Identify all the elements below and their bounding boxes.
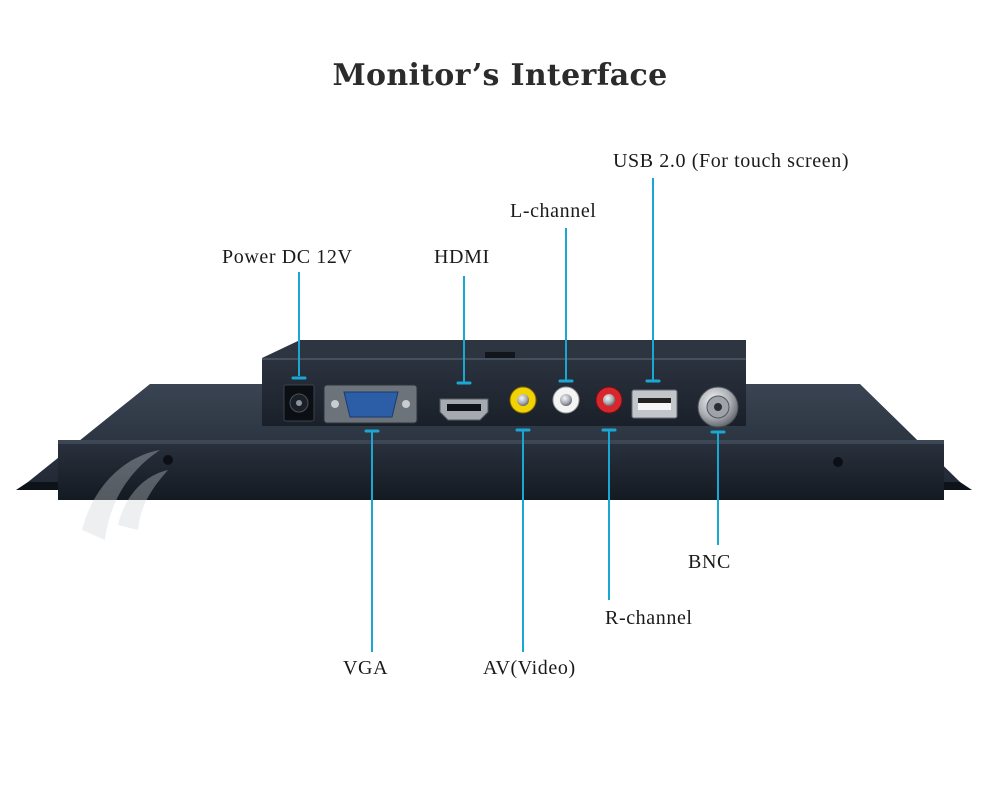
r-channel-label: R-channel bbox=[605, 607, 693, 629]
power-dc-12v-label: Power DC 12V bbox=[222, 246, 353, 268]
l-channel-port-icon bbox=[552, 386, 580, 414]
usb-label: USB 2.0 (For touch screen) bbox=[613, 150, 850, 172]
screw-icon bbox=[163, 455, 173, 465]
screw-icon bbox=[833, 457, 843, 467]
callout-lines bbox=[291, 178, 726, 652]
vga-label: VGA bbox=[343, 657, 389, 679]
r-channel-port-icon bbox=[595, 386, 623, 414]
watermark-logo bbox=[82, 450, 168, 540]
bnc-label: BNC bbox=[688, 551, 731, 573]
vga-port-icon bbox=[323, 384, 418, 424]
hdmi-port-icon bbox=[439, 398, 489, 421]
bnc-connector-icon bbox=[697, 386, 739, 428]
page-title: Monitor’s Interface bbox=[332, 58, 668, 93]
av-video-port-icon bbox=[509, 386, 537, 414]
usb-port-icon bbox=[631, 389, 678, 419]
hdmi-label: HDMI bbox=[434, 246, 490, 268]
l-channel-label: L-channel bbox=[510, 200, 597, 222]
dc-power-jack-icon bbox=[283, 384, 315, 422]
av-video-label: AV(Video) bbox=[483, 657, 576, 679]
